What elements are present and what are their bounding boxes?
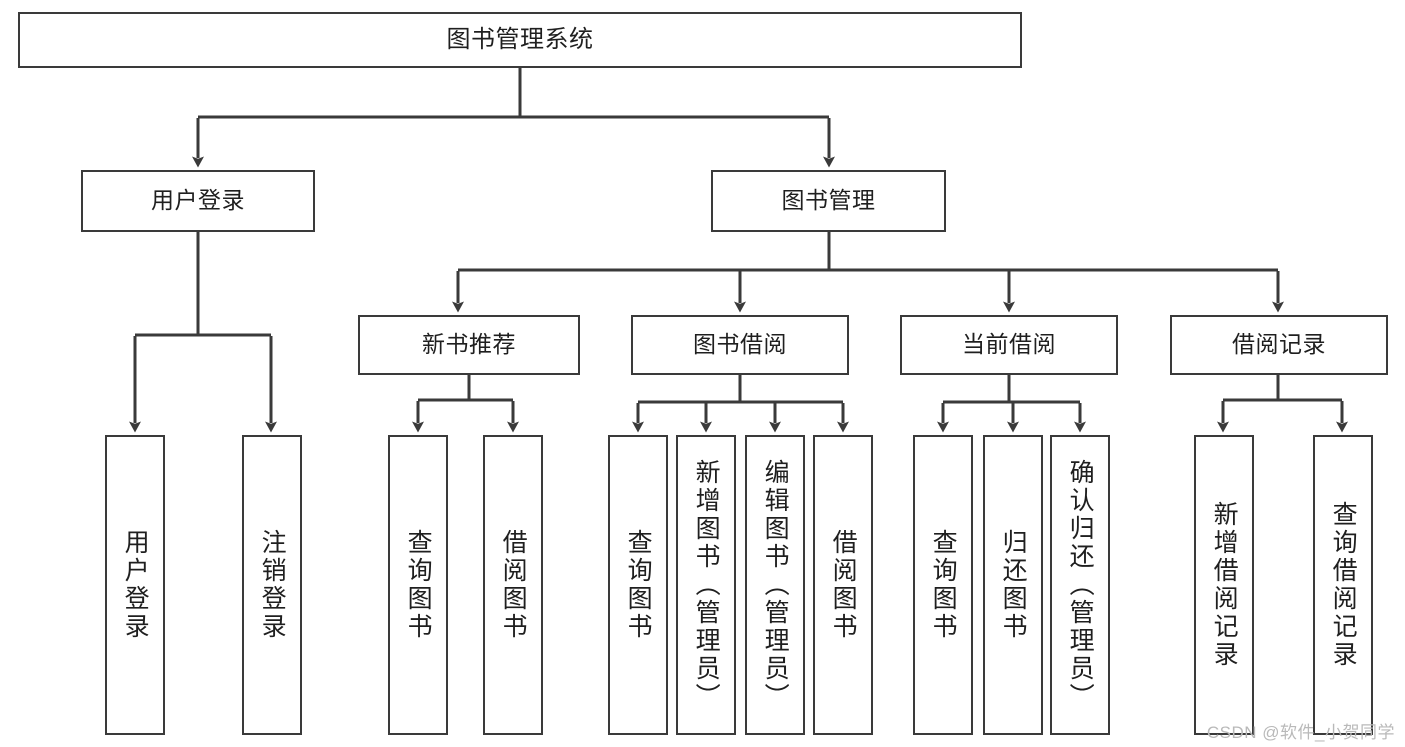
leaf-borrow-query-book[interactable]: 查询图书 bbox=[608, 435, 668, 735]
node-borrow-record[interactable]: 借阅记录 bbox=[1170, 315, 1388, 375]
node-label: 查询图书 bbox=[929, 529, 958, 641]
node-label: 新增借阅记录 bbox=[1210, 501, 1239, 669]
leaf-borrow-borrow-book[interactable]: 借阅图书 bbox=[813, 435, 873, 735]
node-label: 用户登录 bbox=[121, 529, 150, 641]
node-current-borrow[interactable]: 当前借阅 bbox=[900, 315, 1118, 375]
leaf-recommend-query-book[interactable]: 查询图书 bbox=[388, 435, 448, 735]
leaf-user-logout[interactable]: 注销登录 bbox=[242, 435, 302, 735]
node-label: 图书借阅 bbox=[693, 331, 787, 358]
node-label: 查询图书 bbox=[404, 529, 433, 641]
node-label: 借阅图书 bbox=[829, 529, 858, 641]
node-label: 归还图书 bbox=[999, 529, 1028, 641]
leaf-borrow-add-book[interactable]: 新增图书（管理员） bbox=[676, 435, 736, 735]
node-label: 用户登录 bbox=[151, 187, 245, 214]
node-new-book-recommend[interactable]: 新书推荐 bbox=[358, 315, 580, 375]
node-label: 图书管理系统 bbox=[446, 25, 594, 53]
leaf-recommend-borrow-book[interactable]: 借阅图书 bbox=[483, 435, 543, 735]
node-label: 查询图书 bbox=[624, 529, 653, 641]
node-user-login[interactable]: 用户登录 bbox=[81, 170, 315, 232]
csdn-watermark: CSDN @软件_小贺同学 bbox=[1206, 723, 1395, 742]
node-label: 查询借阅记录 bbox=[1329, 501, 1358, 669]
node-label: 确认归还（管理员） bbox=[1066, 459, 1095, 711]
node-label: 新增图书（管理员） bbox=[692, 459, 721, 711]
node-root-system[interactable]: 图书管理系统 bbox=[18, 12, 1022, 68]
leaf-current-query-book[interactable]: 查询图书 bbox=[913, 435, 973, 735]
node-book-management[interactable]: 图书管理 bbox=[711, 170, 946, 232]
leaf-current-confirm-return[interactable]: 确认归还（管理员） bbox=[1050, 435, 1110, 735]
node-label: 图书管理 bbox=[781, 187, 876, 214]
leaf-current-return-book[interactable]: 归还图书 bbox=[983, 435, 1043, 735]
leaf-borrow-edit-book[interactable]: 编辑图书（管理员） bbox=[745, 435, 805, 735]
node-label: 借阅记录 bbox=[1232, 331, 1326, 358]
node-label: 借阅图书 bbox=[499, 529, 528, 641]
node-label: 注销登录 bbox=[258, 529, 287, 641]
node-book-borrow[interactable]: 图书借阅 bbox=[631, 315, 849, 375]
node-label: 编辑图书（管理员） bbox=[761, 459, 790, 711]
node-label: 当前借阅 bbox=[962, 331, 1056, 358]
node-label: 新书推荐 bbox=[422, 331, 516, 358]
leaf-user-login[interactable]: 用户登录 bbox=[105, 435, 165, 735]
leaf-record-add[interactable]: 新增借阅记录 bbox=[1194, 435, 1254, 735]
leaf-record-query[interactable]: 查询借阅记录 bbox=[1313, 435, 1373, 735]
